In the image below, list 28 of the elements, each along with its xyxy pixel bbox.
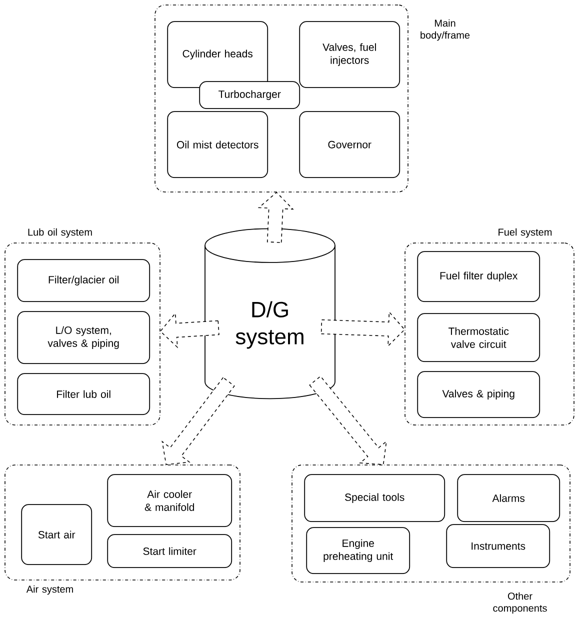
component-box: Fuel filter duplex [417, 251, 540, 302]
component-box: Oil mist detectors [167, 111, 268, 178]
component-box: Alarms [457, 474, 560, 522]
component-box: Thermostatic valve circuit [417, 313, 540, 362]
component-box: Cylinder heads [167, 21, 268, 88]
group-label: Lub oil system [28, 228, 92, 238]
component-box: L/O system, valves & piping [17, 311, 150, 364]
component-box: Valves, fuel injectors [299, 21, 400, 88]
component-box: Special tools [304, 474, 446, 522]
block-arrow [309, 376, 387, 466]
component-box: Turbocharger [199, 81, 300, 110]
component-box: Start limiter [107, 534, 232, 568]
component-box: Filter lub oil [17, 373, 150, 416]
component-box: Engine preheating unit [306, 527, 410, 574]
block-arrow [320, 311, 406, 348]
block-arrow [160, 312, 220, 348]
component-box: Start air [21, 504, 92, 566]
component-box: Filter/glacier oil [17, 259, 150, 302]
component-box: Air cooler & manifold [107, 474, 232, 528]
group-label: Air system [26, 585, 73, 595]
group-label: Main body/frame [420, 19, 470, 41]
cylinder: D/G system [204, 228, 336, 400]
component-box: Valves & piping [417, 371, 540, 418]
group-label: Other components [493, 592, 547, 614]
block-arrow [258, 192, 294, 243]
component-box: Instruments [446, 524, 550, 568]
group-label: Fuel system [498, 228, 552, 238]
component-box: Governor [299, 111, 400, 178]
